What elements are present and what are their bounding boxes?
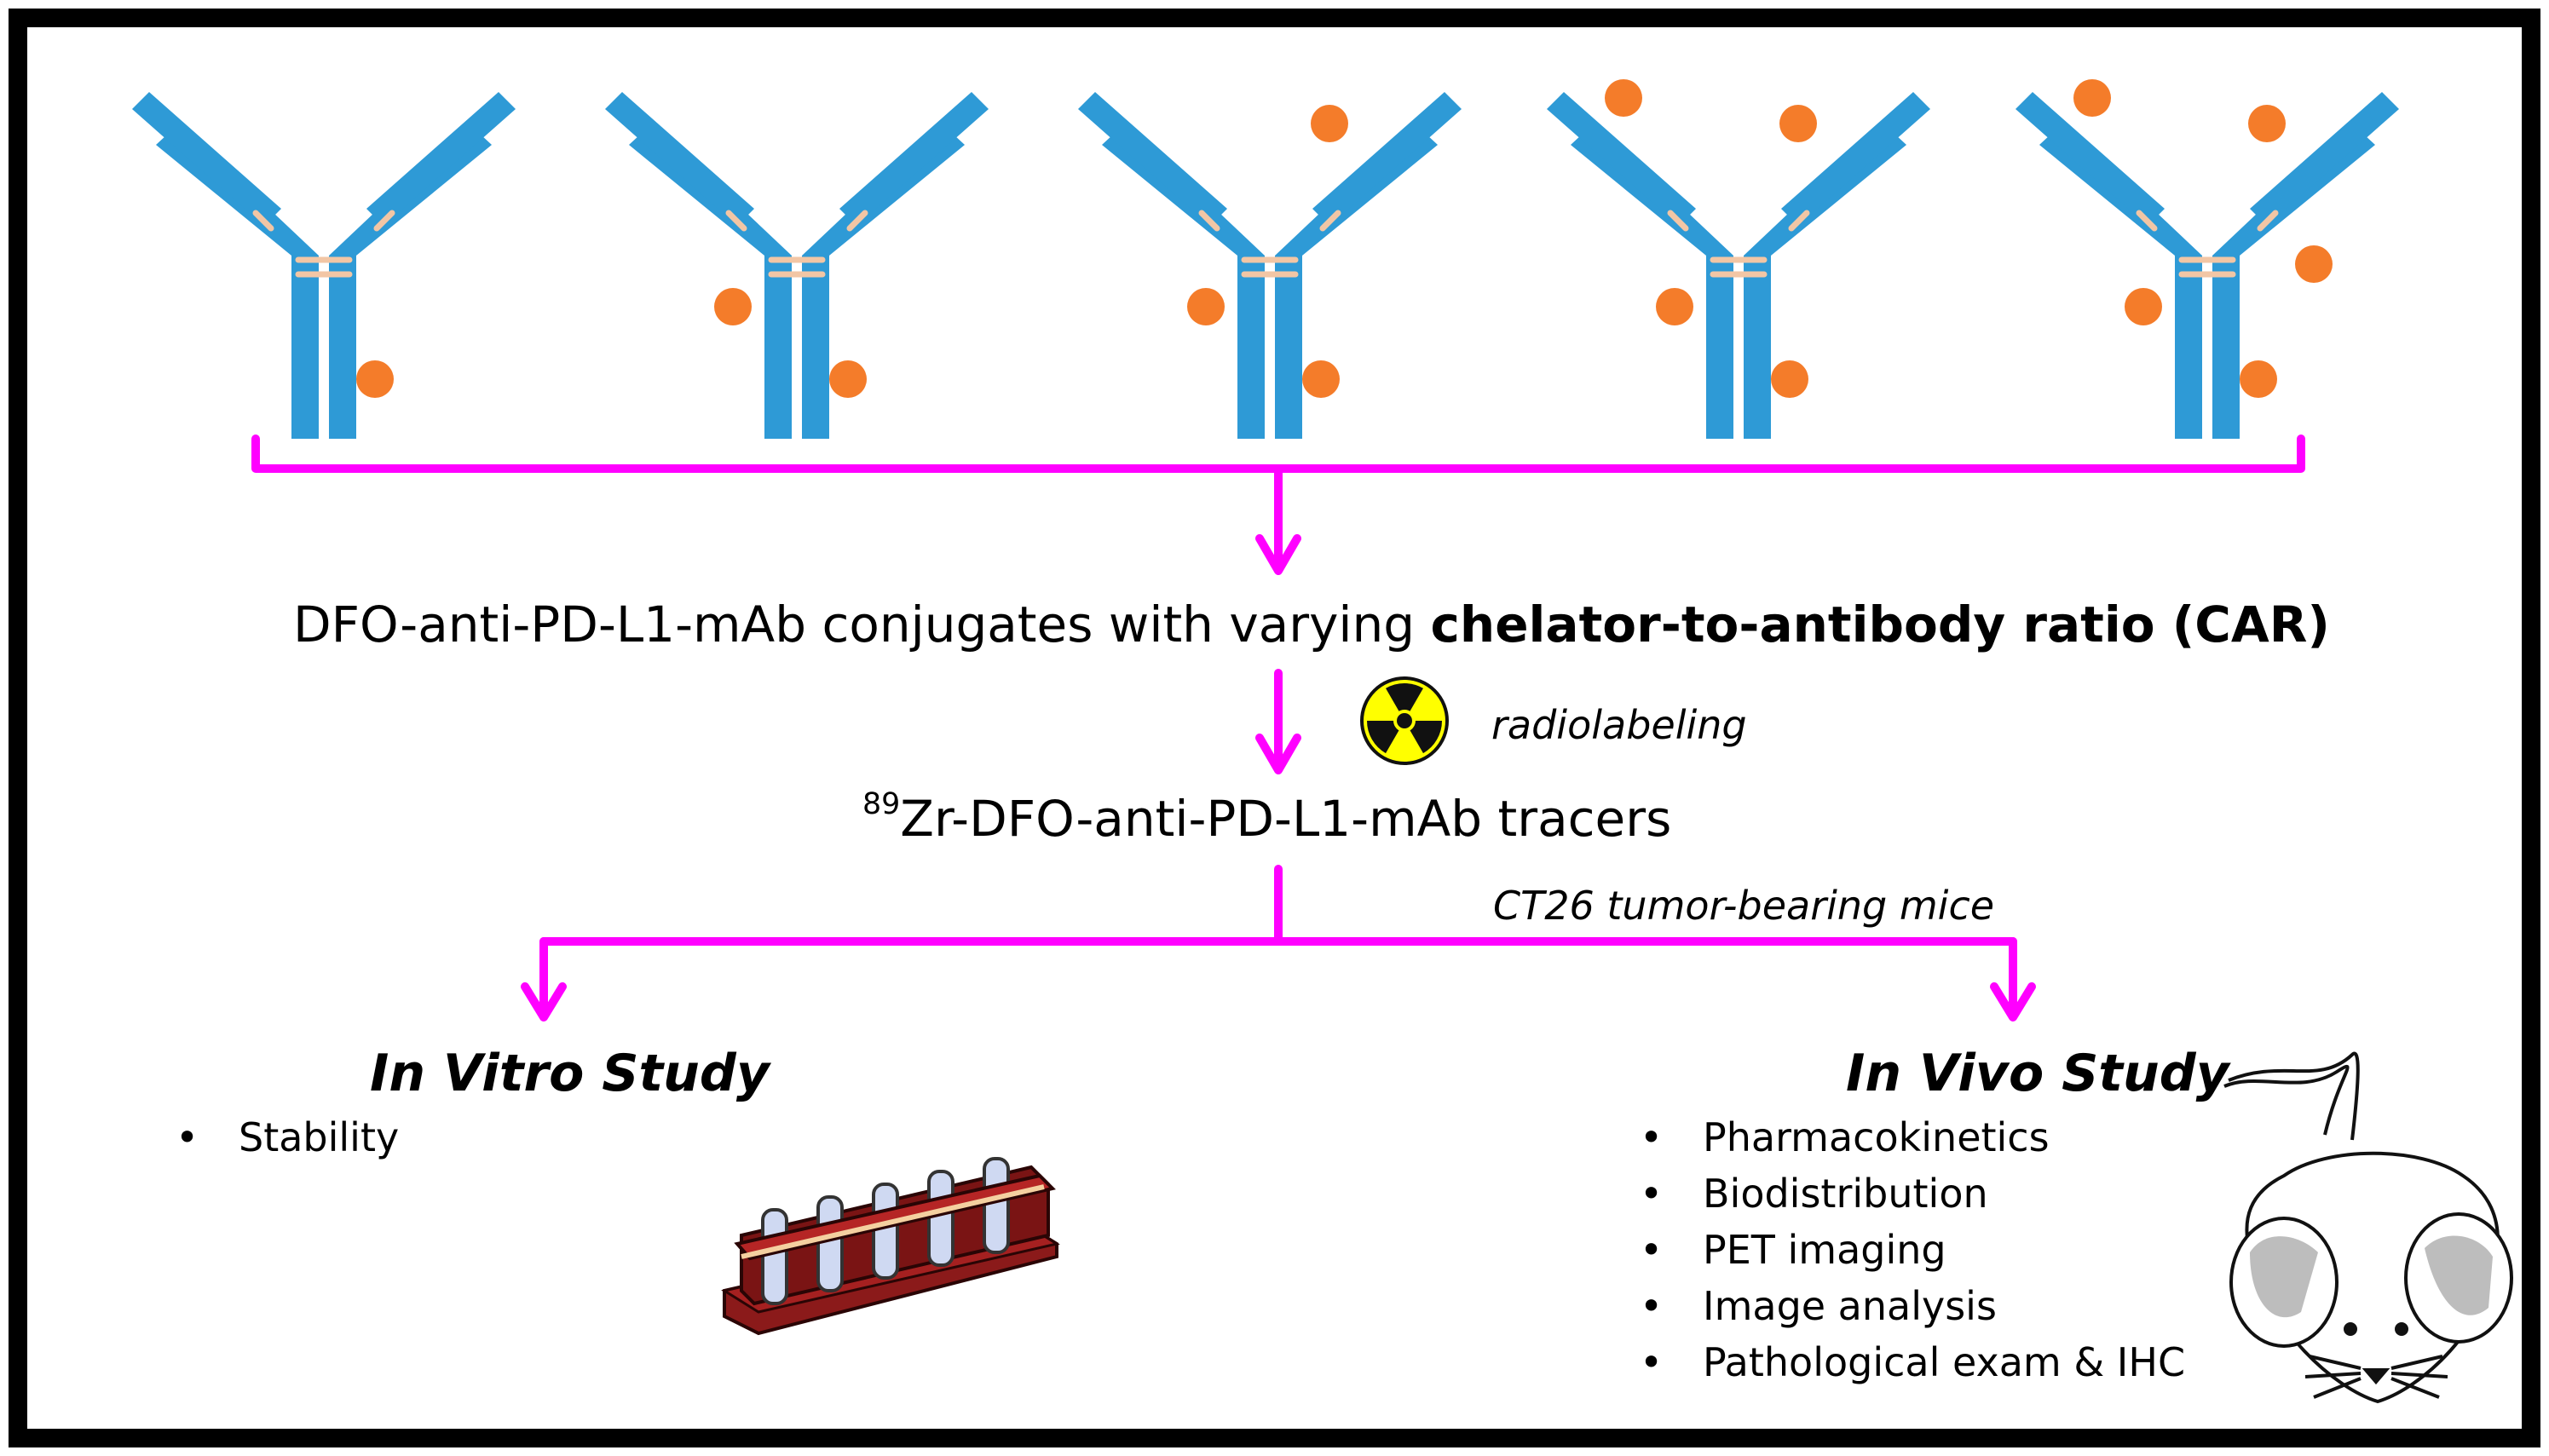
radiation-trefoil-icon bbox=[1360, 676, 1449, 765]
test-tube-rack-icon bbox=[721, 1157, 1060, 1336]
bullet-dot: • bbox=[1640, 1227, 1664, 1273]
antibody-bracket bbox=[251, 434, 2305, 473]
chelator-dot-icon bbox=[2073, 79, 2111, 117]
in-vivo-item: • Pathological exam & IHC bbox=[1640, 1334, 2185, 1390]
chelator-dot-icon bbox=[1311, 105, 1348, 142]
in-vivo-item-label: Pharmacokinetics bbox=[1703, 1114, 2050, 1160]
chelator-dot-icon bbox=[714, 288, 752, 325]
bullet-dot: • bbox=[1640, 1283, 1664, 1329]
mice-note: CT26 tumor-bearing mice bbox=[1493, 883, 1995, 929]
in-vivo-item: • Biodistribution bbox=[1640, 1165, 2185, 1222]
antibody-icon bbox=[605, 92, 989, 439]
bullet-dot: • bbox=[176, 1114, 199, 1160]
in-vivo-item-label: Image analysis bbox=[1703, 1283, 1997, 1329]
in-vitro-title: In Vitro Study bbox=[370, 1044, 770, 1103]
chelator-dot-icon bbox=[356, 360, 394, 398]
conjugates-caption-bold: chelator-to-antibody ratio (CAR) bbox=[1430, 596, 2330, 653]
mouse-icon bbox=[2223, 1051, 2513, 1404]
in-vivo-list: • Pharmacokinetics • Biodistribution • PET im… bbox=[1640, 1109, 2185, 1390]
conjugates-caption: DFO-anti-PD-L1-mAb conjugates with varyi… bbox=[293, 600, 2330, 649]
chelator-dot-icon bbox=[1605, 79, 1642, 117]
arrow-to-invitro-head bbox=[521, 982, 567, 1022]
tracer-caption-name: Zr-DFO-anti-PD-L1-mAb tracers bbox=[900, 790, 1672, 848]
in-vitro-list: • Stability bbox=[176, 1109, 399, 1165]
outer-frame bbox=[9, 9, 2540, 1447]
chelator-dot-icon bbox=[2295, 245, 2333, 283]
in-vivo-item: • PET imaging bbox=[1640, 1222, 2185, 1278]
tracer-isotope-superscript: 89 bbox=[862, 786, 901, 821]
antibody-row bbox=[132, 79, 2399, 439]
in-vivo-title: In Vivo Study bbox=[1846, 1044, 2229, 1103]
arrow-to-invivo-head bbox=[1990, 982, 2036, 1022]
in-vivo-item-label: Biodistribution bbox=[1703, 1171, 1988, 1217]
in-vitro-item-label: Stability bbox=[239, 1114, 400, 1160]
chelator-dot-icon bbox=[1656, 288, 1693, 325]
chelator-dot-icon bbox=[1779, 105, 1817, 142]
chelator-dot-icon bbox=[2240, 360, 2277, 398]
in-vivo-item-label: PET imaging bbox=[1703, 1227, 1946, 1273]
arrow-to-conjugates-head bbox=[1255, 534, 1301, 575]
in-vivo-item: • Pharmacokinetics bbox=[1640, 1109, 2185, 1165]
chelator-dot-icon bbox=[829, 360, 867, 398]
chelator-dot-icon bbox=[1771, 360, 1808, 398]
bullet-dot: • bbox=[1640, 1339, 1664, 1385]
chelator-dot-icon bbox=[1302, 360, 1340, 398]
radiolabeling-label: radiolabeling bbox=[1491, 702, 1747, 748]
in-vivo-item: • Image analysis bbox=[1640, 1278, 2185, 1334]
chelator-dot-icon bbox=[2125, 288, 2162, 325]
antibody-icon bbox=[1078, 92, 1462, 439]
tracer-caption: 89Zr-DFO-anti-PD-L1-mAb tracers bbox=[862, 790, 1671, 843]
antibody-icon bbox=[132, 92, 516, 439]
in-vivo-item-label: Pathological exam & IHC bbox=[1703, 1339, 2186, 1385]
arrow-to-tracers-head bbox=[1255, 734, 1301, 774]
chelator-dot-icon bbox=[2248, 105, 2286, 142]
bullet-dot: • bbox=[1640, 1114, 1664, 1160]
antibody-icon bbox=[2016, 79, 2399, 439]
flow-connectors bbox=[251, 434, 2305, 1022]
in-vitro-item: • Stability bbox=[176, 1109, 399, 1165]
bullet-dot: • bbox=[1640, 1171, 1664, 1217]
antibody-icon bbox=[1547, 79, 1930, 439]
chelator-dot-icon bbox=[1187, 288, 1225, 325]
conjugates-caption-prefix: DFO-anti-PD-L1-mAb conjugates with varyi… bbox=[293, 596, 1431, 653]
